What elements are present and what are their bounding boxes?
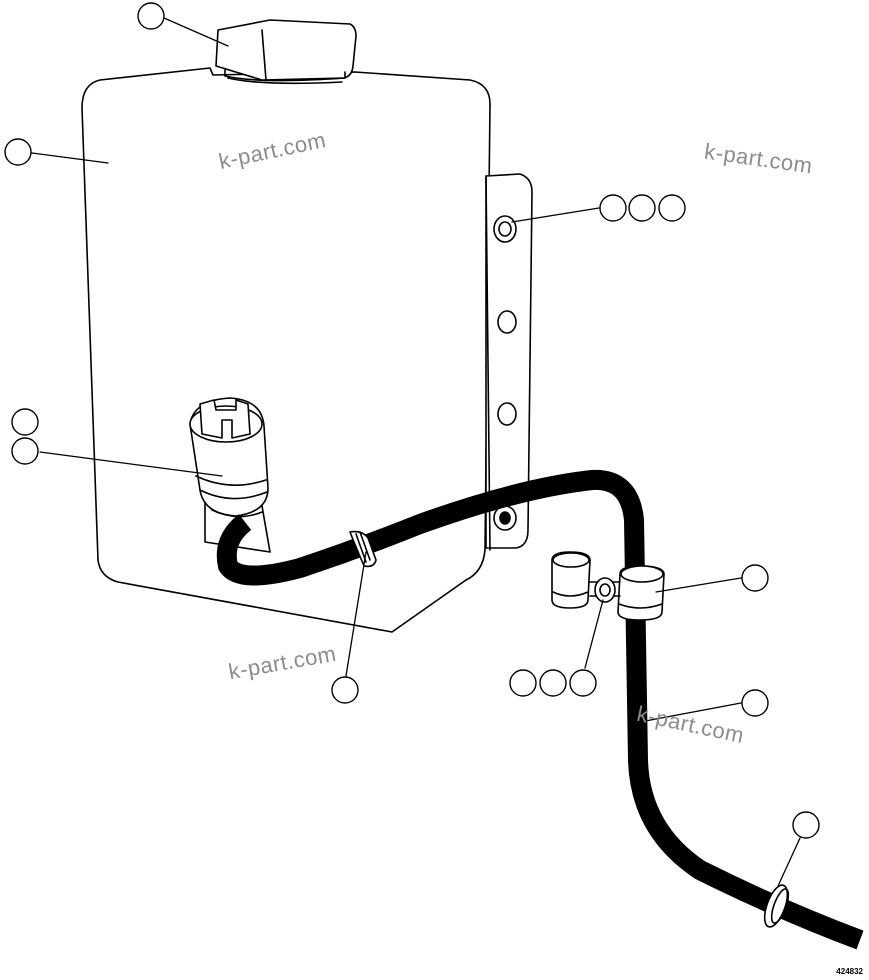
washer-hose: [216, 469, 864, 950]
hose-clamp: [551, 551, 665, 621]
callout-clip: [331, 676, 359, 704]
filler-cap: [215, 19, 357, 85]
leader-lines: [31, 17, 801, 887]
callout-cap: [137, 2, 165, 30]
callout-nut-2: [628, 194, 656, 222]
callout-tank: [4, 138, 32, 166]
callout-clamp: [741, 564, 769, 592]
reservoir-tank: [81, 67, 491, 633]
callout-grommet: [792, 811, 820, 839]
callout-bolt-3: [569, 669, 597, 697]
hose-clip: [349, 530, 377, 568]
drawing-code: 424832: [836, 967, 863, 976]
callout-bolt-2: [539, 669, 567, 697]
callout-hose: [741, 689, 769, 717]
mounting-bracket: [485, 173, 533, 551]
callout-bolt-1: [509, 669, 537, 697]
callout-circles: [4, 2, 820, 839]
callout-nut-1: [599, 194, 627, 222]
grommet: [763, 884, 790, 928]
callout-pump-1: [11, 408, 39, 436]
callout-nut-3: [658, 194, 686, 222]
callout-pump-2: [11, 437, 39, 465]
